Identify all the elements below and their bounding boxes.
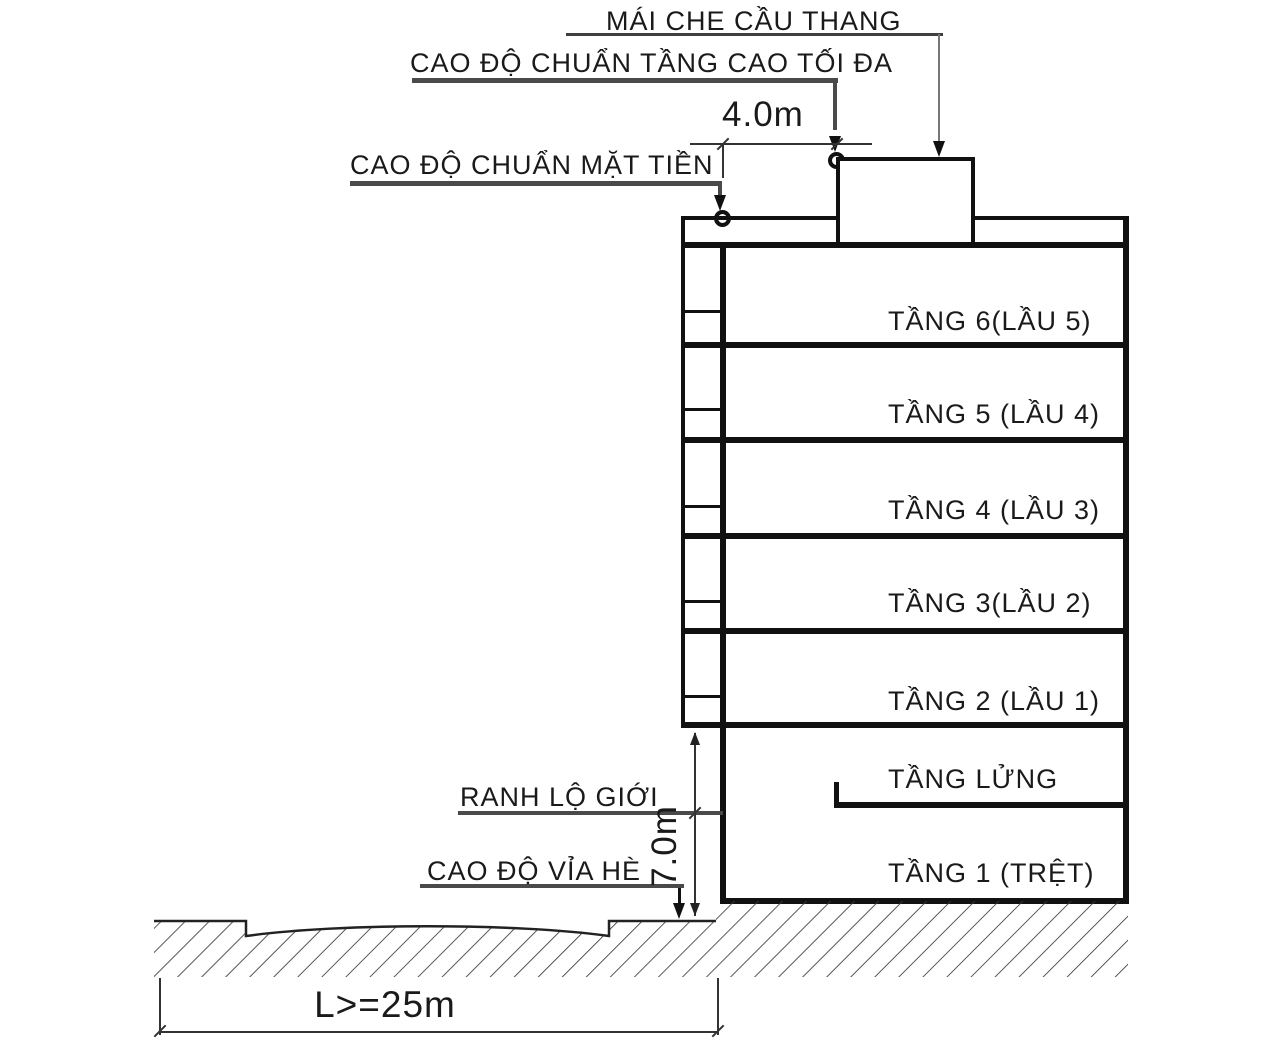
roof-cover-leader-line	[938, 34, 940, 144]
sidewalk-arrow-stem	[678, 888, 681, 906]
roof-cover-arrow-icon	[933, 141, 945, 157]
height-dim-arrow-down-icon	[690, 903, 700, 916]
road-width-dimension-text: L>=25m	[314, 984, 456, 1025]
floor-label-tang-2: TẦNG 2 (LẦU 1)	[888, 686, 1101, 716]
ledge-line-3	[685, 505, 720, 508]
setback-dimension-line	[690, 143, 872, 145]
building-left-wall	[720, 242, 726, 904]
height-dim-arrow-up-icon	[690, 732, 700, 745]
road-width-dimension-line	[160, 1031, 718, 1033]
facade-datum-underline	[350, 181, 722, 186]
road-boundary-label: RANH LỘ GIỚI	[460, 782, 659, 812]
ground-hatch	[154, 901, 1128, 977]
roof-slab	[681, 242, 1129, 248]
road-width-extension-right	[717, 978, 719, 1035]
sidewalk-arrow-icon	[673, 903, 685, 919]
sidewalk-datum-underline	[420, 884, 684, 888]
slab-floor4-floor3	[681, 533, 1129, 539]
ledge-strip-left-wall	[681, 216, 685, 728]
floor-label-tang-3: TẦNG 3(LẦU 2)	[888, 588, 1092, 618]
ledge-line-4	[685, 600, 720, 603]
slab-floor3-floor2	[681, 628, 1129, 634]
mezzanine-slab-upturn	[834, 782, 839, 808]
facade-leader-stem	[718, 184, 722, 197]
ledge-line-5	[685, 695, 720, 698]
floor-label-tang-lung: TẦNG LỬNG	[888, 764, 1059, 794]
parapet-top-left	[681, 216, 838, 220]
road-width-extension-left	[159, 978, 161, 1035]
ledge-line-1	[685, 310, 720, 313]
roof-cover-label: MÁI CHE CẦU THANG	[606, 6, 902, 36]
slab-floor2-mezzanine	[681, 722, 1129, 728]
ground-region	[154, 901, 1128, 977]
floor-label-tang-1: TẦNG 1 (TRỆT)	[888, 858, 1095, 888]
floor-label-tang-5: TẦNG 5 (LẦU 4)	[888, 399, 1101, 429]
height-dimension-line	[694, 733, 696, 916]
max-height-leader-stem	[833, 80, 837, 130]
slab-floor6-floor5	[681, 342, 1129, 348]
building-right-wall	[1123, 216, 1129, 904]
road-boundary-underline	[458, 811, 723, 815]
parapet-top-right	[971, 216, 1129, 220]
max-height-datum-label: CAO ĐỘ CHUẨN TẦNG CAO TỐI ĐA	[410, 48, 894, 78]
floor-label-tang-6: TẦNG 6(LẦU 5)	[888, 306, 1092, 336]
floor-label-tang-4: TẦNG 4 (LẦU 3)	[888, 495, 1101, 525]
mezzanine-slab	[834, 802, 1129, 808]
facade-arrow-icon	[714, 195, 726, 211]
max-height-datum-underline	[412, 78, 838, 83]
sidewalk-surface-line	[154, 919, 716, 938]
stair-roof-box	[836, 157, 975, 247]
facade-datum-label: CAO ĐỘ CHUẨN MẶT TIỀN	[350, 150, 714, 180]
setback-dimension-text: 4.0m	[722, 95, 804, 134]
roof-cover-underline	[566, 33, 943, 36]
setback-extension-line	[722, 145, 724, 178]
ledge-line-2	[685, 408, 720, 411]
sidewalk-datum-label: CAO ĐỘ VỈA HÈ	[427, 856, 642, 886]
slab-floor5-floor4	[681, 437, 1129, 443]
